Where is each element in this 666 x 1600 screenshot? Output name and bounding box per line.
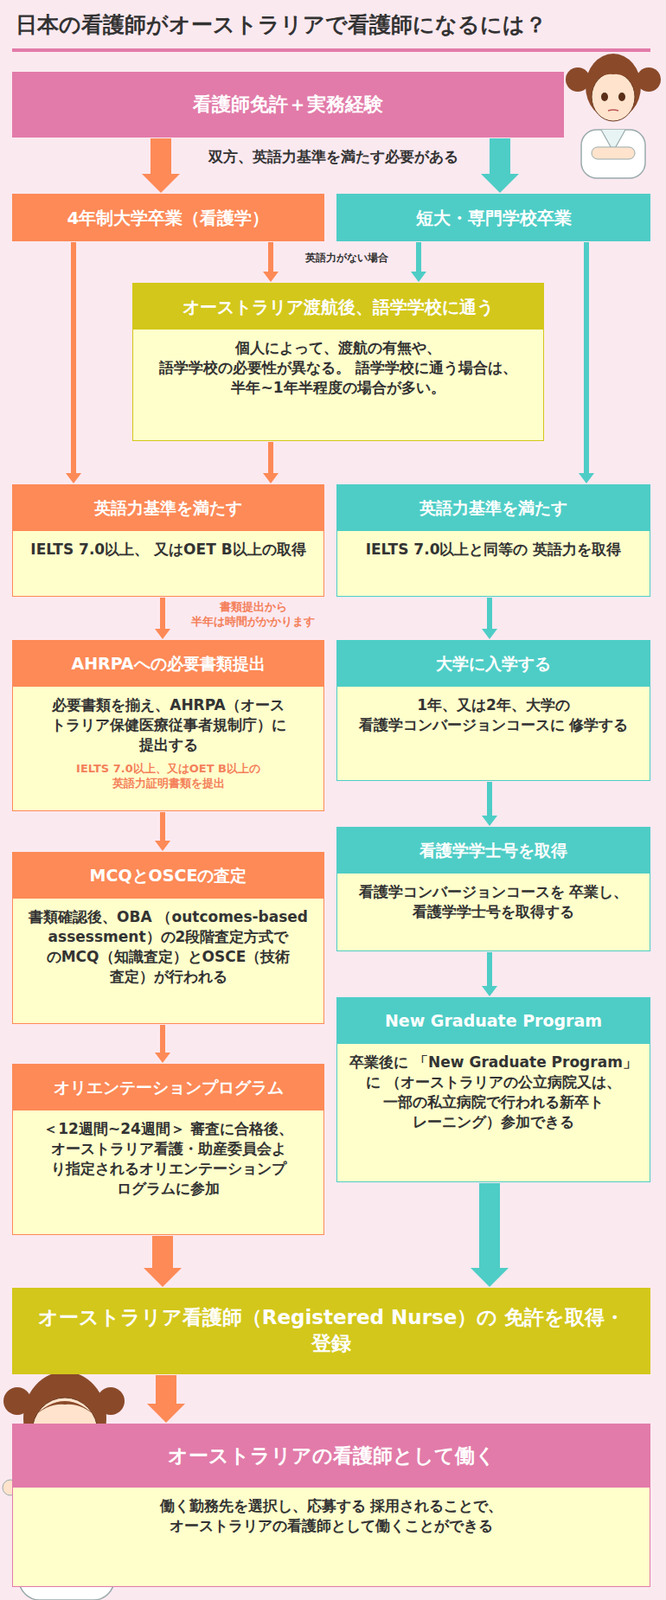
box-body: ＜12週間~24週間＞ 審査に合格後、 オーストラリア看護・助産委員会よ り指定… [12, 1110, 324, 1203]
flow-arrow [410, 242, 427, 282]
box-body: IELTS 7.0以上と同等の 英語力を取得 [353, 531, 634, 564]
block-arrow [480, 138, 519, 193]
block-arrow [141, 138, 180, 193]
box-heading: オーストラリア渡航後、語学学校に通う [133, 283, 544, 330]
box-heading: 大学に入学する [337, 640, 650, 687]
flow-arrow [154, 597, 171, 640]
block-arrow [147, 1375, 186, 1423]
step-box: New Graduate Program卒業後に 「New Graduate P… [336, 997, 651, 1183]
flow-arrow [65, 242, 82, 484]
box-body: IELTS 7.0以上、 又はOET B以上の取得 [18, 531, 318, 564]
flow-arrow [481, 952, 498, 997]
note-text: 双方、英語力基準を満たす必要がある [185, 147, 481, 167]
flow-arrow [154, 1024, 171, 1064]
box-heading: 短大・専門学校卒業 [337, 194, 650, 241]
block-arrow [470, 1183, 509, 1288]
box-body: 働く勤務先を選択し、応募する 採用されることで、 オーストラリアの看護師として働… [12, 1487, 650, 1540]
step-box: MCQとOSCEの査定書類確認後、OBA （outcomes-based ass… [12, 851, 325, 1025]
flow-arrow [481, 781, 498, 827]
box-body: 看護学コンバージョンコースを 卒業し、看護学学士号を取得する [337, 873, 650, 926]
title-underline [12, 48, 651, 52]
work-box: オーストラリアの看護師として働く働く勤務先を選択し、応募する 採用されることで、… [12, 1423, 651, 1588]
flow-arrow [262, 441, 279, 484]
box-heading: オーストラリア看護師（Registered Nurse）の 免許を取得・登録 [12, 1288, 650, 1374]
box-heading: 4年制大学卒業（看護学） [12, 194, 324, 241]
nurse-top [565, 53, 661, 179]
step-box: 看護学学士号を取得看護学コンバージョンコースを 卒業し、看護学学士号を取得する [336, 826, 651, 952]
box-heading: 看護師免許＋実務経験 [12, 72, 564, 137]
step-box: オリエンテーションプログラム＜12週間~24週間＞ 審査に合格後、 オーストラリ… [12, 1063, 325, 1236]
edge-label: 書類提出から 半年は時間がかかります [177, 600, 329, 630]
flow-arrow [578, 242, 595, 484]
box-body: 卒業後に 「New Graduate Program」に （オーストラリアの公立… [337, 1043, 650, 1136]
page-title: 日本の看護師がオーストラリアで看護師になるには？ [15, 10, 547, 39]
box-body: 書類確認後、OBA （outcomes-based assessment）の2段… [12, 898, 324, 991]
flow-arrow [481, 597, 498, 640]
start-bar: 看護師免許＋実務経験 [12, 71, 564, 138]
box-heading: オーストラリアの看護師として働く [12, 1424, 650, 1488]
box-heading: AHRPAへの必要書類提出 [12, 640, 324, 687]
language-school-box: オーストラリア渡航後、語学学校に通う個人によって、渡航の有無や、 語学学校の必要… [132, 282, 545, 442]
flow-arrow [262, 242, 279, 282]
box-heading: 英語力基準を満たす [337, 485, 650, 532]
box-heading: オリエンテーションプログラム [12, 1064, 324, 1111]
step-box: 英語力基準を満たすIELTS 7.0以上と同等の 英語力を取得 [336, 484, 651, 597]
box-body: 個人によって、渡航の有無や、 語学学校の必要性が異なる。 語学学校に通う場合は、… [133, 329, 544, 402]
license-bar: オーストラリア看護師（Registered Nurse）の 免許を取得・登録 [12, 1287, 651, 1375]
box-heading: 看護学学士号を取得 [337, 827, 650, 874]
box-body: 必要書類を揃え、AHRPA（オース トラリア保健医療従事者規制庁）に 提出する [12, 686, 324, 759]
block-arrow [143, 1235, 182, 1288]
route-box: 短大・専門学校卒業 [336, 193, 651, 242]
step-box: 英語力基準を満たすIELTS 7.0以上、 又はOET B以上の取得 [12, 484, 325, 597]
step-box: 大学に入学する1年、又は2年、大学の 看護学コンバージョンコースに 修学する [336, 640, 651, 782]
box-heading: MCQとOSCEの査定 [12, 852, 324, 899]
box-body: 1年、又は2年、大学の 看護学コンバージョンコースに 修学する [337, 686, 650, 739]
box-note: IELTS 7.0以上、又はOET B以上の 英語力証明書類を提出 [12, 758, 324, 799]
step-box: AHRPAへの必要書類提出必要書類を揃え、AHRPA（オース トラリア保健医療従… [12, 640, 325, 812]
box-heading: 英語力基準を満たす [12, 485, 324, 532]
condition-label: 英語力がない場合 [285, 250, 409, 266]
flow-arrow [154, 812, 171, 852]
box-heading: New Graduate Program [337, 998, 650, 1044]
route-box: 4年制大学卒業（看護学） [12, 193, 325, 242]
